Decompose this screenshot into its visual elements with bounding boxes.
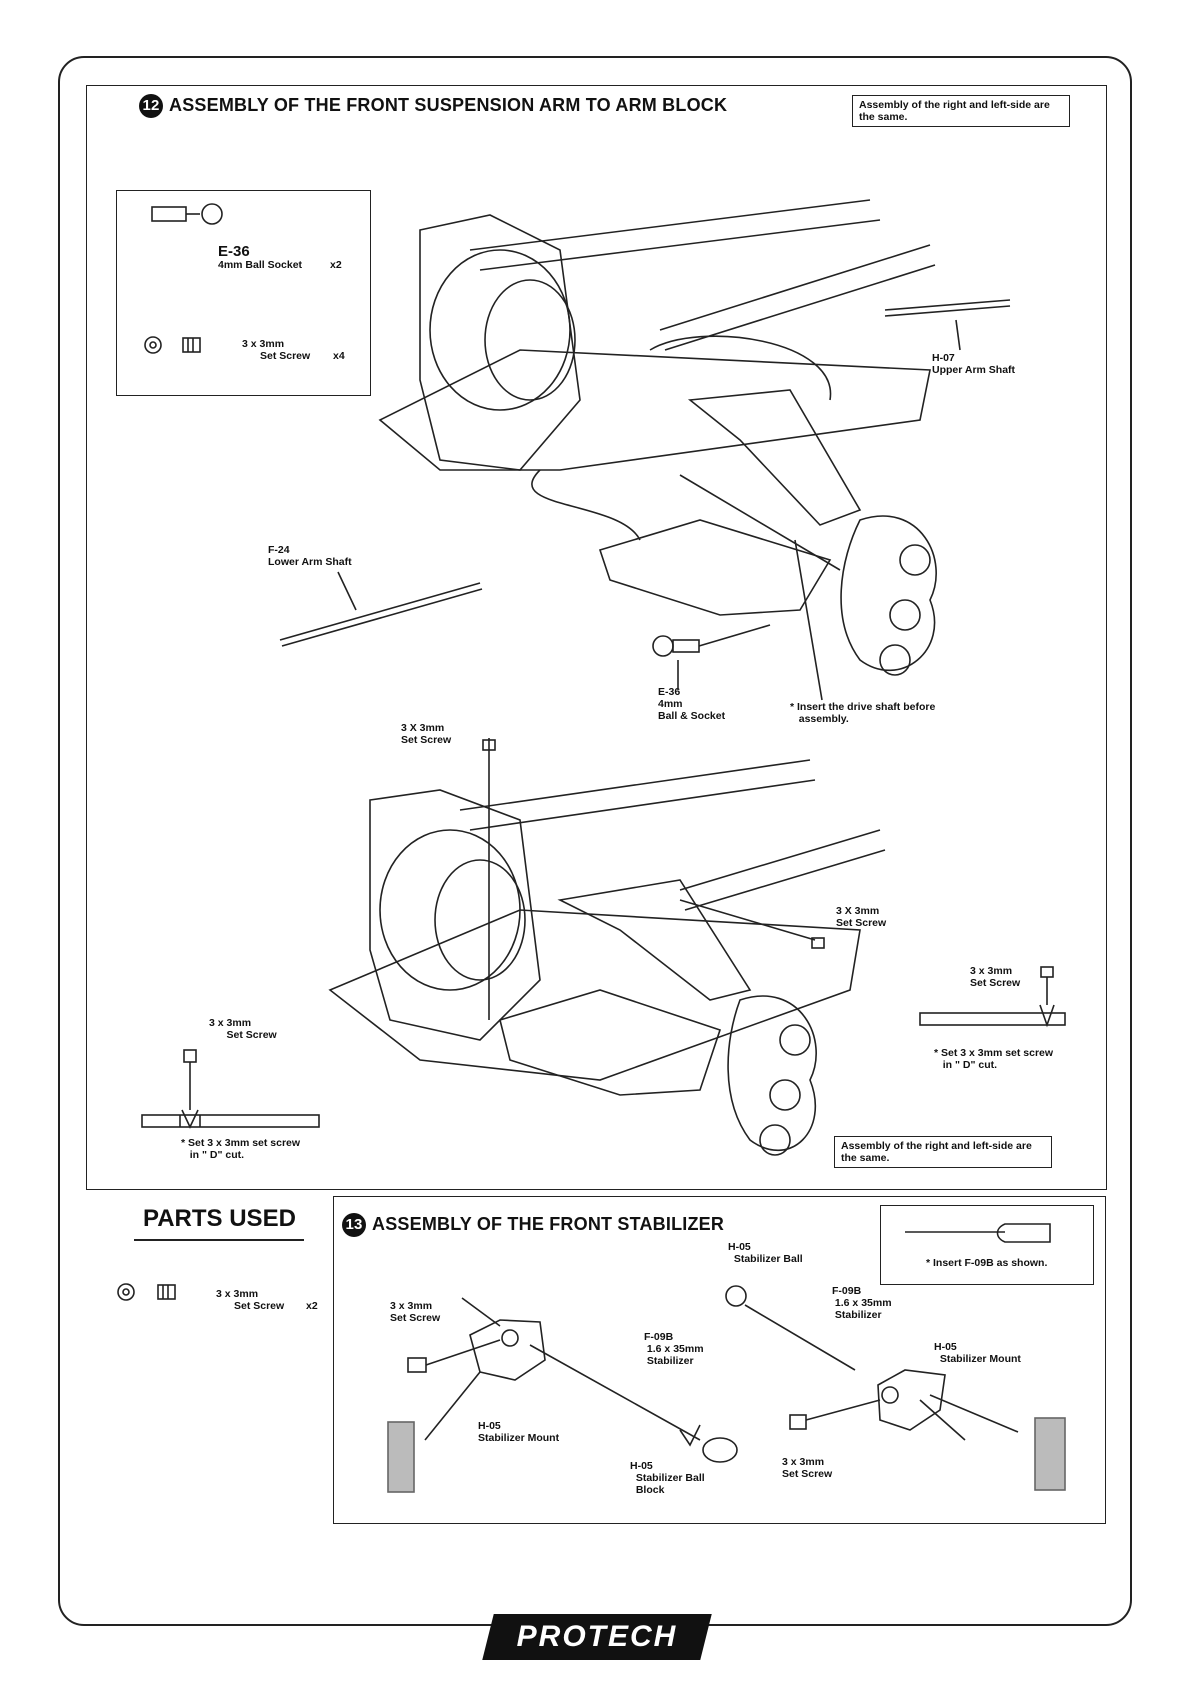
e36-desc: 4mm Ball Socket — [218, 259, 303, 271]
d-cut-shaft-left — [141, 1114, 320, 1128]
parts-used-screw-size: 3 x 3mm — [216, 1288, 259, 1300]
d-cut-shaft-right — [919, 1012, 1066, 1026]
upper-arm-lower — [557, 879, 752, 1001]
screw-qty: x4 — [333, 350, 345, 362]
label-f09b-left: F-09B 1.6 x 35mm Stabilizer — [644, 1331, 704, 1367]
screw-size: 3 x 3mm — [242, 338, 285, 350]
parts-used-underline — [134, 1239, 304, 1241]
step13-panel — [333, 1196, 1106, 1524]
label-set-screw-right2: 3 x 3mm Set Screw — [970, 965, 1021, 989]
label-f09b-right: F-09B 1.6 x 35mm Stabilizer — [832, 1285, 892, 1321]
belt-lower-lower — [679, 829, 886, 911]
label-left-dcut: * Set 3 x 3mm set screw in " D" cut. — [181, 1137, 301, 1161]
lower-arm-shaft — [279, 582, 481, 641]
label-drive-note: * Insert the drive shaft before assembly… — [790, 701, 936, 725]
insert-note: * Insert F-09B as shown. — [926, 1257, 1048, 1269]
label-h07: H-07 Upper Arm Shaft — [932, 352, 1016, 376]
label-right-dcut: * Set 3 x 3mm set screw in " D" cut. — [934, 1047, 1054, 1071]
stabilizer-ball-block — [702, 1437, 738, 1463]
label-h05-mount-left: H-05 Stabilizer Mount — [478, 1420, 560, 1444]
chassis-piece-left — [387, 1421, 415, 1493]
label-h05-ball: H-05 Stabilizer Ball — [728, 1241, 803, 1265]
stabilizer-wire-left — [529, 1344, 701, 1441]
label-set-screw-top: 3 X 3mm Set Screw — [401, 722, 452, 746]
e36-code: E-36 — [218, 243, 250, 260]
parts-box — [116, 190, 371, 396]
upper-arm-shaft — [884, 299, 1011, 311]
parts-used-screw-qty: x2 — [306, 1300, 318, 1312]
step12-panel — [86, 85, 1107, 1190]
stabilizer-mount-left — [469, 1319, 546, 1381]
set-screw-icon — [182, 337, 201, 353]
step12-number: 12 — [139, 94, 163, 118]
parts-used-screw-icon — [157, 1284, 176, 1300]
step12-note-top: Assembly of the right and left-side are … — [852, 95, 1070, 127]
insert-note-box — [880, 1205, 1094, 1285]
upper-arm-upper — [687, 389, 862, 526]
label-screw-left: 3 x 3mm Set Screw — [390, 1300, 441, 1324]
label-screw-right: 3 x 3mm Set Screw — [782, 1456, 833, 1480]
label-e36: E-36 4mm Ball & Socket — [658, 686, 726, 722]
parts-used-washer-icon — [117, 1283, 135, 1301]
washer-icon — [144, 336, 162, 354]
parts-used-screw-desc: Set Screw — [234, 1300, 285, 1312]
lower-arm-upper — [598, 519, 832, 616]
knuckle-upper — [840, 515, 937, 672]
chassis-plate-upper — [378, 349, 931, 471]
chassis-plate-lower — [328, 909, 861, 1081]
lower-arm-lower — [499, 989, 722, 1096]
label-h05-block: H-05 Stabilizer Ball Block — [630, 1460, 705, 1496]
parts-used-heading: PARTS USED — [143, 1205, 296, 1232]
label-set-screw-right: 3 X 3mm Set Screw — [836, 905, 887, 929]
protech-logo: PROTECH — [482, 1614, 712, 1660]
label-f24: F-24 Lower Arm Shaft — [268, 544, 352, 568]
step13-number: 13 — [342, 1213, 366, 1237]
stabilizer-mount-right — [877, 1369, 946, 1431]
ball-icon — [201, 203, 223, 225]
chassis-piece-right — [1034, 1417, 1066, 1491]
belt-lower — [659, 244, 936, 351]
screw-desc: Set Screw — [260, 350, 311, 362]
e36-qty: x2 — [330, 259, 342, 271]
stabilizer-wire-right — [744, 1304, 856, 1371]
belt-upper — [469, 199, 881, 271]
label-set-screw-left: 3 x 3mm Set Screw — [209, 1017, 277, 1041]
belt-upper-lower — [459, 759, 816, 831]
step12-note-bottom: Assembly of the right and left-side are … — [834, 1136, 1052, 1168]
label-h05-mount-right: H-05 Stabilizer Mount — [934, 1341, 1021, 1365]
stabilizer-ball — [725, 1285, 747, 1307]
ball-socket-icon — [151, 206, 187, 222]
knuckle-lower — [727, 995, 817, 1152]
